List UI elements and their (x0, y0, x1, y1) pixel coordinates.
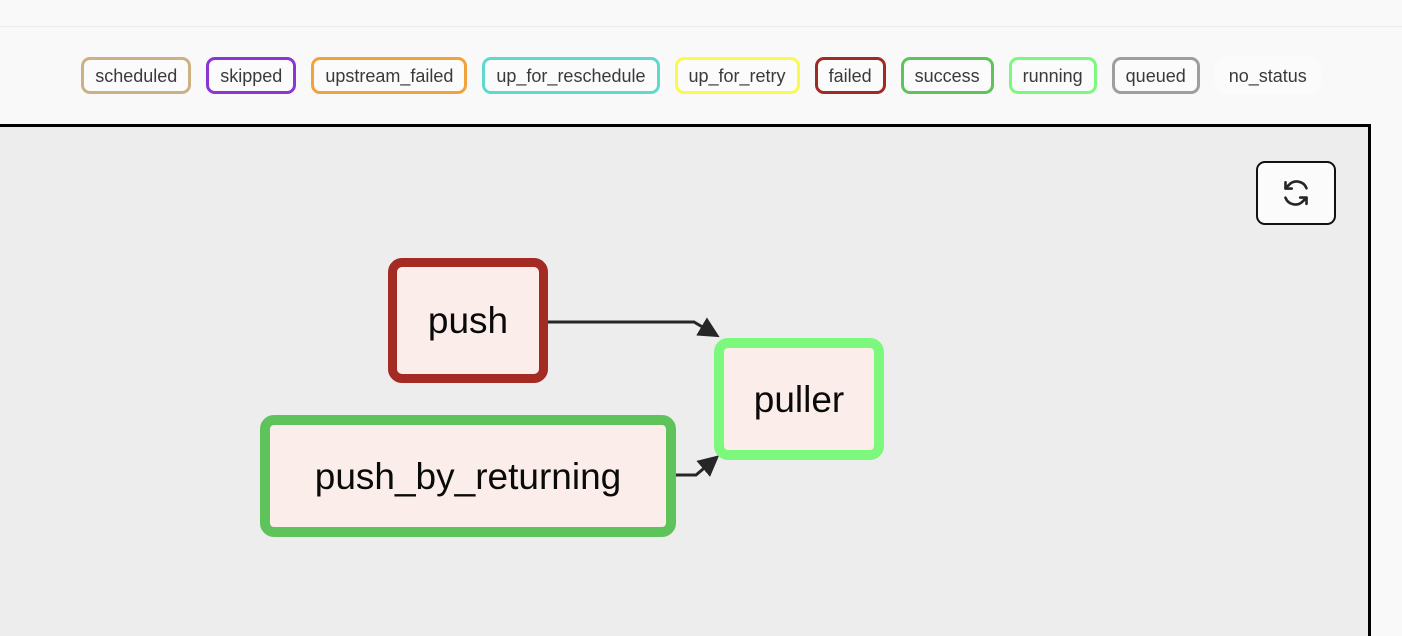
legend-badge-up-for-retry[interactable]: up_for_retry (674, 57, 800, 94)
task-node-push-by-returning[interactable]: push_by_returning (260, 415, 676, 537)
refresh-sync-icon (1281, 178, 1311, 208)
edge-push-by-returning-to-puller (676, 455, 720, 477)
legend-badge-scheduled[interactable]: scheduled (81, 57, 192, 94)
graph-edge-layer (548, 317, 720, 477)
legend-badge-skipped[interactable]: skipped (206, 57, 297, 94)
legend-badge-running[interactable]: running (1008, 57, 1097, 94)
legend-badge-upstream-failed[interactable]: upstream_failed (311, 57, 468, 94)
legend-badge-queued[interactable]: queued (1111, 57, 1200, 94)
legend-badge-success[interactable]: success (900, 57, 994, 94)
refresh-button[interactable] (1256, 161, 1336, 225)
legend-badge-no-status[interactable]: no_status (1214, 57, 1321, 94)
task-node-push[interactable]: push (388, 258, 548, 383)
edge-push-to-puller (548, 317, 720, 338)
dag-graph-panel[interactable]: push puller push_by_returning (0, 124, 1371, 636)
task-node-label: puller (753, 378, 845, 420)
task-node-label: push_by_returning (314, 455, 622, 497)
legend-badge-failed[interactable]: failed (814, 57, 886, 94)
task-status-legend: scheduled skipped upstream_failed up_for… (0, 27, 1402, 124)
task-node-puller[interactable]: puller (714, 338, 884, 460)
top-divider-strip (0, 0, 1402, 27)
task-node-label: push (427, 300, 509, 341)
legend-badge-up-for-reschedule[interactable]: up_for_reschedule (482, 57, 660, 94)
